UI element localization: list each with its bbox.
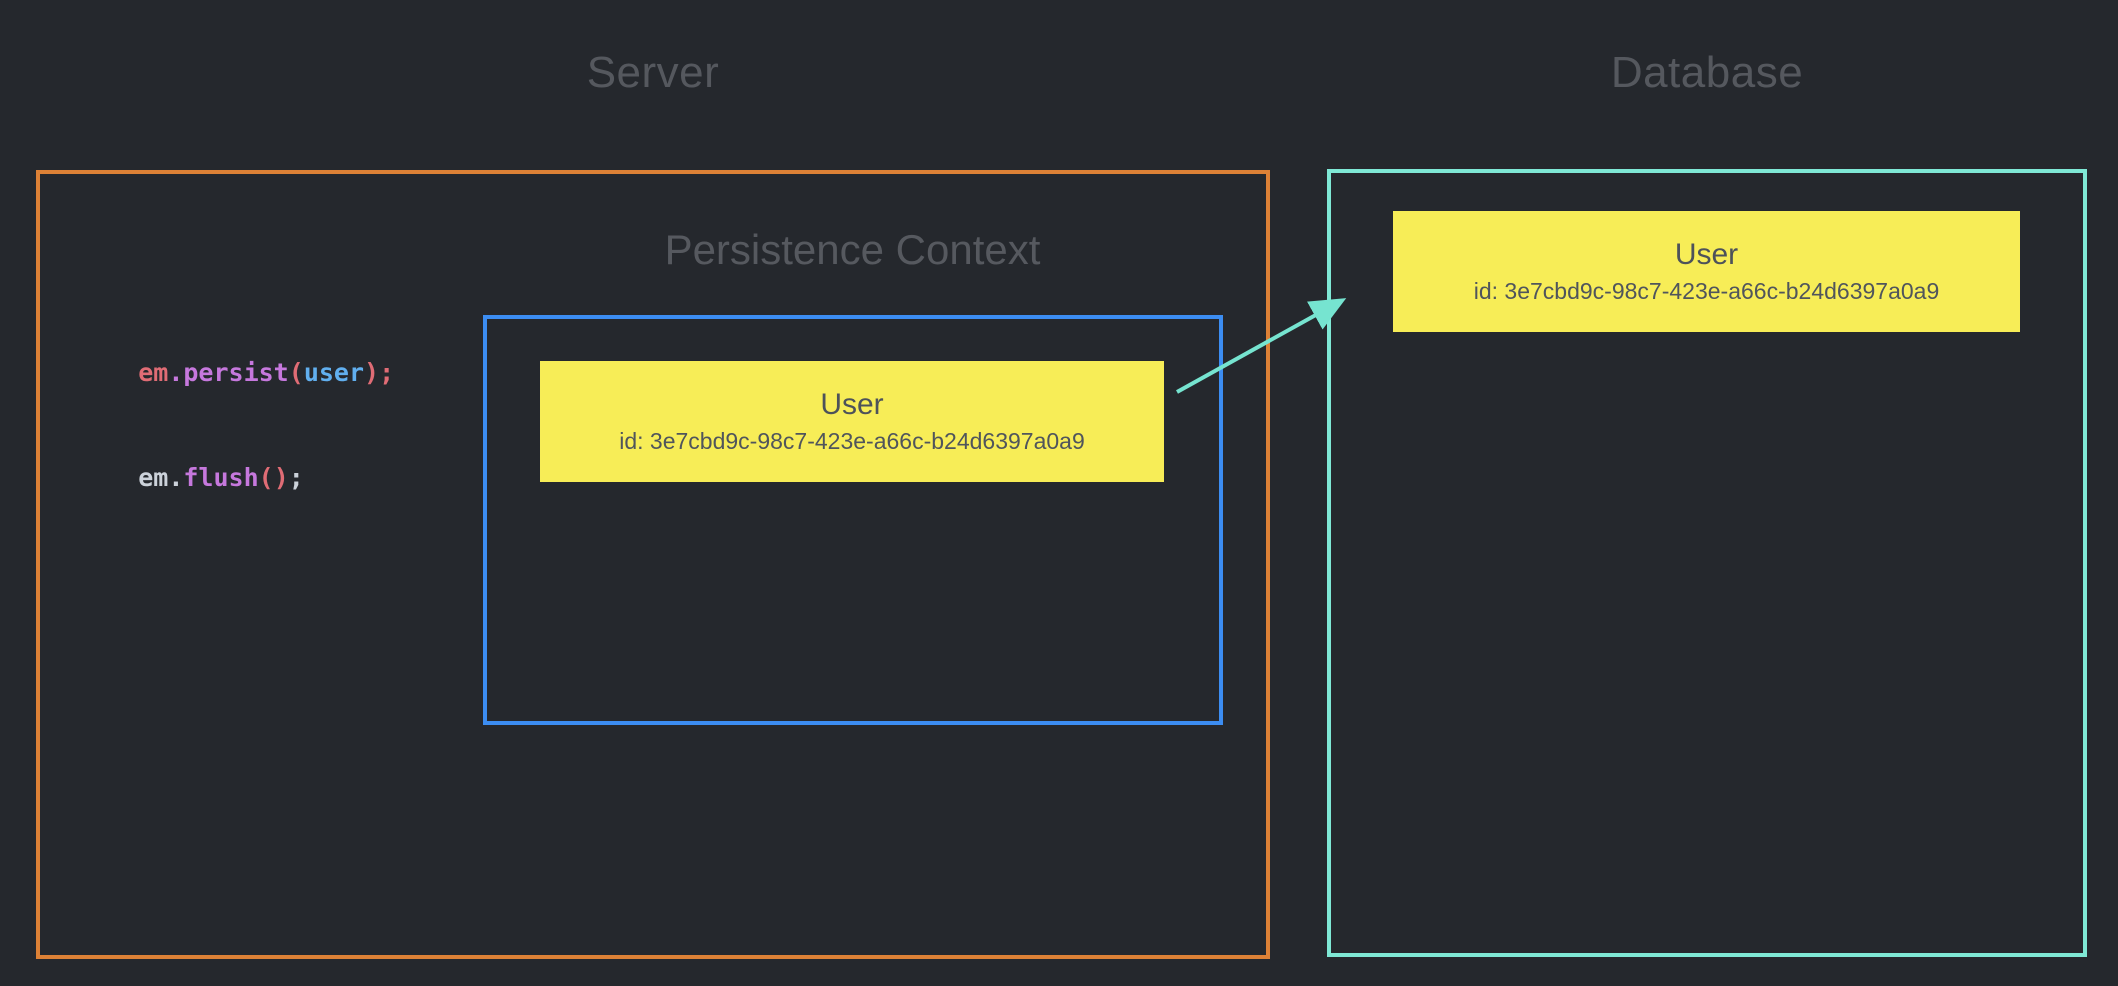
code-token-parens: () xyxy=(258,463,289,492)
code-line-persist: em.persist(user); xyxy=(78,329,394,416)
entity-title: User xyxy=(820,387,884,421)
code-token-open-paren: ( xyxy=(288,358,304,387)
database-user-card: User id: 3e7cbd9c-98c7-423e-a66c-b24d639… xyxy=(1393,211,2020,332)
server-zone-title: Server xyxy=(586,48,720,97)
persistence-context-box xyxy=(483,315,1223,725)
code-token-method: .persist xyxy=(168,358,289,387)
code-token-object-dot: em. xyxy=(138,463,184,492)
database-zone-box xyxy=(1327,169,2087,957)
entity-id: id: 3e7cbd9c-98c7-423e-a66c-b24d6397a0a9 xyxy=(1473,277,1940,304)
code-token-argument: user xyxy=(303,358,365,387)
code-token-method: flush xyxy=(183,463,259,492)
database-zone-title: Database xyxy=(1610,48,1804,97)
server-zone-box xyxy=(36,170,1270,959)
persistence-context-title: Persistence Context xyxy=(664,226,1041,273)
entity-id: id: 3e7cbd9c-98c7-423e-a66c-b24d6397a0a9 xyxy=(619,427,1085,454)
code-token-object: em xyxy=(138,358,169,387)
code-line-flush: em.flush(); xyxy=(78,434,304,521)
persistence-user-card: User id: 3e7cbd9c-98c7-423e-a66c-b24d639… xyxy=(540,361,1164,482)
code-token-semicolon: ; xyxy=(288,463,304,492)
code-token-close: ); xyxy=(364,358,395,387)
entity-title: User xyxy=(1674,237,1739,271)
